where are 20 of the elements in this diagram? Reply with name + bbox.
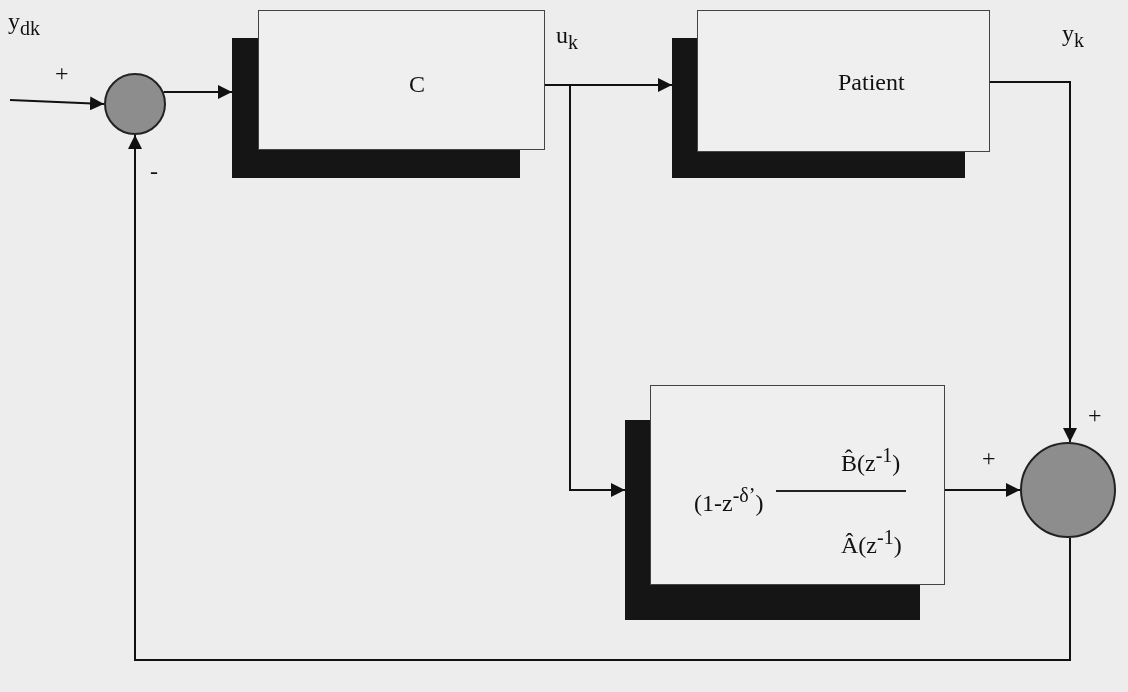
arrow xyxy=(128,134,1071,661)
arrow xyxy=(989,81,1077,444)
denominator: Â(z$^{-1}$) xyxy=(841,526,902,559)
process-box xyxy=(232,10,545,178)
sign-mark: + xyxy=(55,60,69,87)
signal-name: y$_{dk}$ xyxy=(8,8,40,40)
formula-term: (1-z$^{-δ’}$) xyxy=(694,484,764,517)
arrow xyxy=(162,85,233,99)
sign-mark: - xyxy=(150,158,158,185)
sign-mark: + xyxy=(1088,402,1102,429)
sign-mark: + xyxy=(982,445,996,472)
box-label: Patient xyxy=(838,69,905,96)
arrow xyxy=(944,483,1021,497)
arrow xyxy=(9,96,105,111)
process-box xyxy=(625,385,945,620)
box-label: C xyxy=(409,71,425,98)
process-box xyxy=(672,10,990,178)
numerator: B̂(z$^{-1}$) xyxy=(841,444,901,477)
signal-name: y$_{k}$ xyxy=(1062,20,1084,52)
signal-name: u$_{k}$ xyxy=(556,22,578,54)
